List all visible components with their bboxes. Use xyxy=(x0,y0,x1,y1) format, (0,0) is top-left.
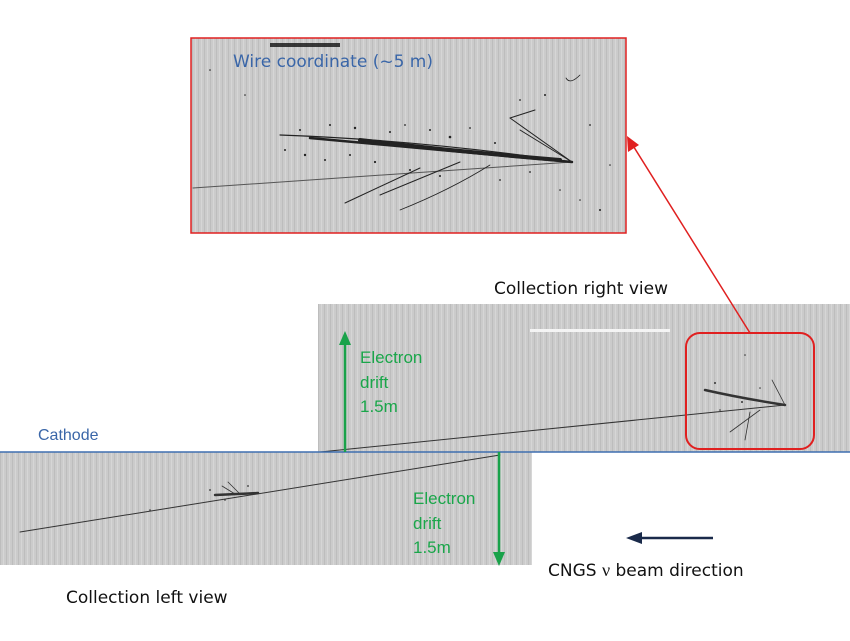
drift-label-top: Electron drift 1.5m xyxy=(360,346,422,420)
left-view-panel xyxy=(0,452,532,565)
left-view-scatter xyxy=(149,459,466,511)
beam-label-prefix: CNGS xyxy=(548,561,597,581)
zoom-panel-image xyxy=(191,38,626,233)
beam-direction-label: CNGS ν beam direction xyxy=(548,561,744,580)
left-view-label: Collection left view xyxy=(66,588,228,608)
beam-direction-arrow xyxy=(626,532,713,544)
drift-arrow-down xyxy=(493,452,505,566)
drift-label-bottom: Electron drift 1.5m xyxy=(413,487,475,561)
right-view-artifact xyxy=(530,329,670,332)
zoom-title: Wire coordinate (~5 m) xyxy=(233,52,433,72)
right-view-label: Collection right view xyxy=(494,279,668,299)
zoom-panel-artifact xyxy=(270,43,340,47)
drift-arrow-up xyxy=(339,331,351,452)
cathode-label: Cathode xyxy=(38,427,99,444)
zoom-event-scatter xyxy=(209,69,611,211)
drift-label-bottom-line-1: Electron xyxy=(413,489,476,508)
right-view-track xyxy=(319,379,787,453)
drift-label-top-line-1: Electron xyxy=(360,348,423,367)
highlight-pointer-arrow xyxy=(627,136,751,334)
zoom-event-track xyxy=(192,74,581,211)
drift-label-top-line-3: 1.5m xyxy=(360,397,398,417)
zoom-panel xyxy=(190,37,627,234)
drift-label-bottom-line-3: 1.5m xyxy=(413,538,451,558)
neutrino-symbol: ν xyxy=(601,560,611,580)
zoom-panel-frame xyxy=(190,37,627,234)
drift-label-top-line-2: drift xyxy=(360,372,389,392)
drift-label-bottom-line-2: drift xyxy=(413,513,442,533)
right-view-scatter xyxy=(714,354,761,411)
left-view-image xyxy=(0,452,532,565)
beam-label-suffix: beam direction xyxy=(615,561,744,581)
left-view-track xyxy=(19,454,501,533)
right-view-image xyxy=(318,304,850,452)
right-view-panel xyxy=(318,304,850,453)
